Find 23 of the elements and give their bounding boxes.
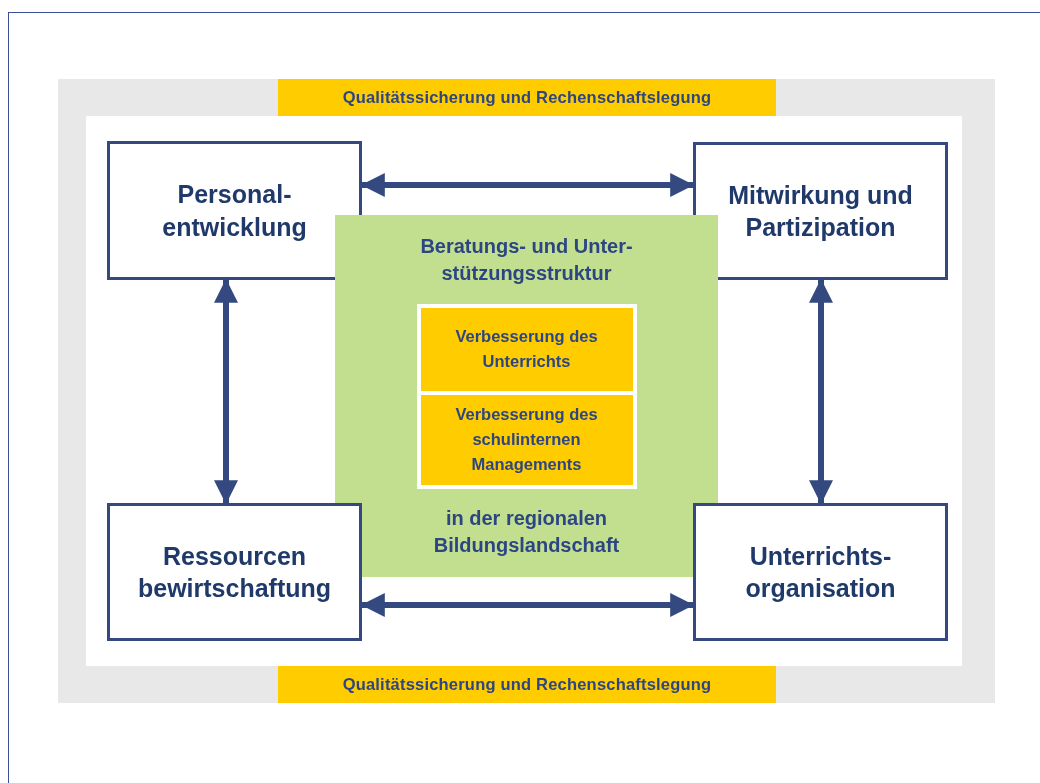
box-label: Qualitätssicherung und Rechenschaftslegung (342, 675, 712, 694)
group-heading: in der regionalen Bildungslandschaft (432, 506, 621, 558)
process-box (107, 141, 362, 280)
process-box (107, 503, 362, 641)
process-box (693, 142, 948, 280)
box-label: Ressourcen bewirtschaftung (136, 540, 333, 604)
box-label: Unterrichts- organisation (744, 540, 897, 604)
double-arrow (360, 593, 695, 617)
goal-box (420, 307, 633, 391)
group-panel (335, 215, 718, 577)
group-heading: Beratungs- und Unter- stützungsstruktur (419, 234, 634, 286)
box-label: Personal- entwicklung (161, 179, 308, 243)
double-arrow (214, 278, 238, 505)
box-label: Verbesserung des schulinternen Managements (454, 404, 599, 475)
box-label: Mitwirkung und Partizipation (727, 179, 914, 243)
double-arrow (809, 278, 833, 505)
box-label: Qualitätssicherung und Rechenschaftslegung (342, 88, 712, 107)
box-label: Verbesserung des Unterrichts (454, 326, 599, 372)
goal-box (420, 394, 633, 485)
process-box (693, 503, 948, 641)
banner (278, 79, 776, 116)
banner (278, 666, 776, 703)
double-arrow (360, 173, 695, 197)
